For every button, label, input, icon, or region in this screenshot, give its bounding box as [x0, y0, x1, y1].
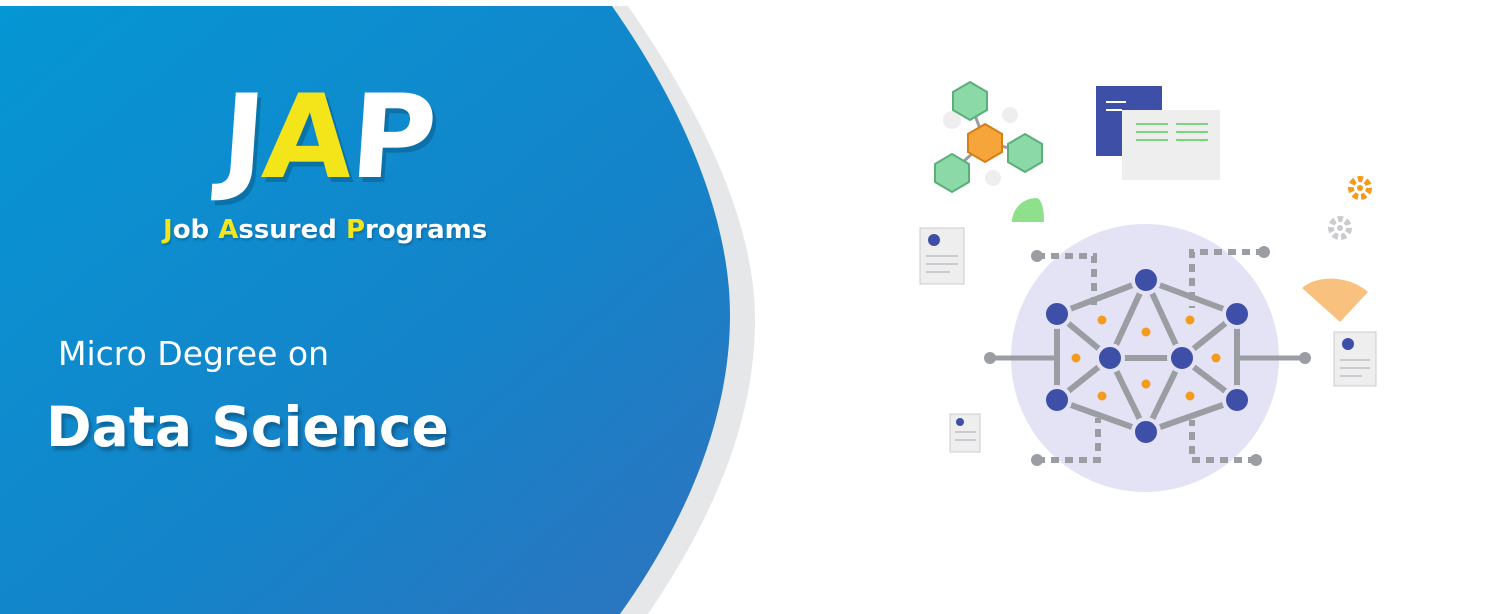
tagline-initial-p: P [345, 215, 365, 245]
gear-icon [1328, 176, 1372, 240]
logo-letter-p: P [346, 70, 439, 205]
profile-document-icon [1333, 331, 1377, 387]
profile-document-icon [919, 227, 965, 285]
course-prefix: Micro Degree on [58, 334, 330, 373]
tagline-word-programs: rograms [365, 215, 488, 245]
network-icon [984, 224, 1311, 492]
tagline: Job Assured Programs [163, 212, 523, 248]
blue-panel [0, 6, 730, 614]
molecule-icon [934, 80, 1043, 194]
course-title: Data Science [46, 395, 449, 459]
network-illustration [919, 80, 1377, 492]
tagline-initial-a: A [218, 215, 239, 245]
tagline-word-assured: ssured [238, 215, 346, 245]
tagline-initial-j: J [163, 215, 173, 245]
jap-logo: JAP [217, 70, 446, 205]
tagline-word-job: ob [172, 215, 219, 245]
fan-shape-icon [1302, 278, 1368, 322]
green-shape-icon [1012, 198, 1044, 222]
profile-document-icon [949, 413, 981, 453]
chat-document-icon [1096, 86, 1220, 180]
logo-letter-a: A [258, 70, 356, 205]
